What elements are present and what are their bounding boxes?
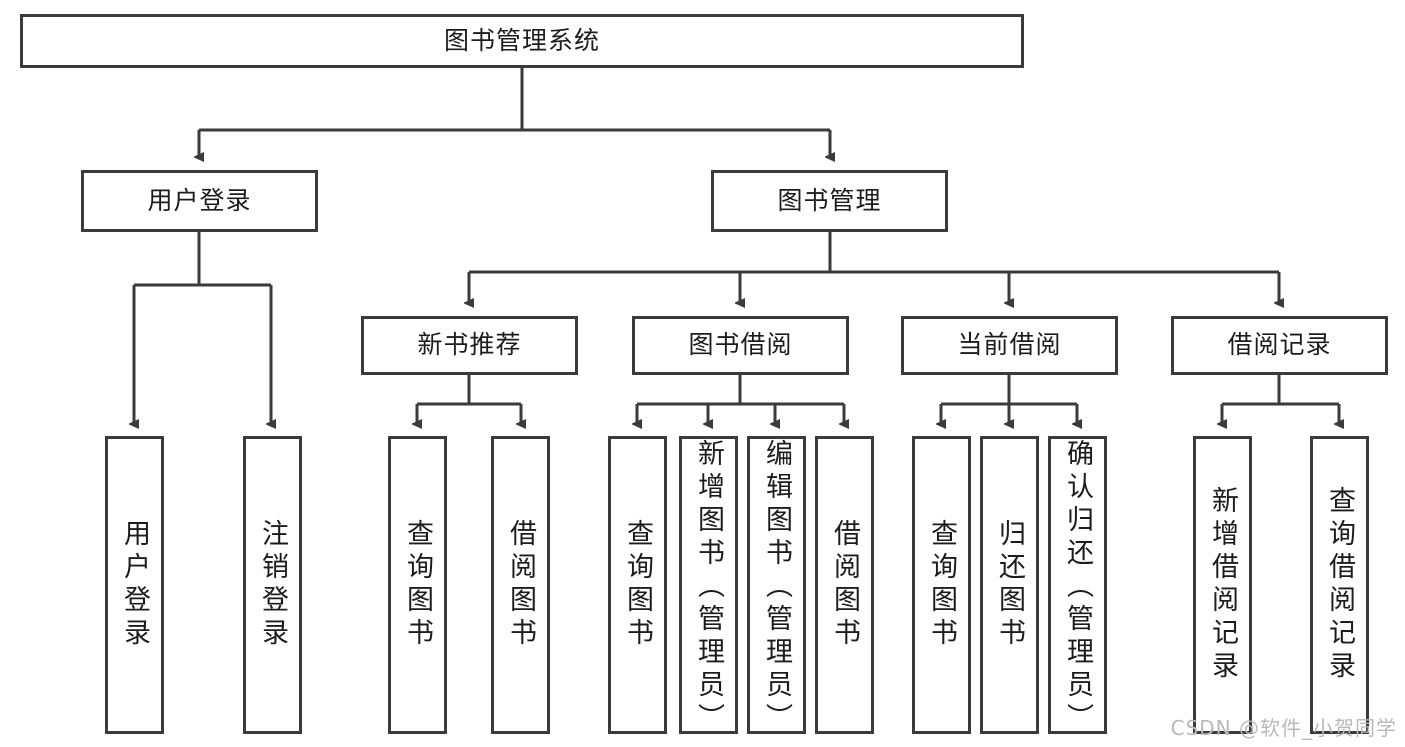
node-label: 查询图书 bbox=[926, 519, 957, 651]
node-label: 确认归还（管理员） bbox=[1062, 439, 1093, 736]
leaf-record-add-record[interactable]: 新增借阅记录 bbox=[1193, 436, 1252, 734]
leaf-current-query-book[interactable]: 查询图书 bbox=[912, 436, 971, 734]
node-label: 编辑图书（管理员） bbox=[761, 439, 792, 736]
node-label: 图书借阅 bbox=[688, 330, 793, 360]
leaf-borrow-query-book[interactable]: 查询图书 bbox=[608, 436, 667, 734]
node-label: 借阅图书 bbox=[505, 519, 536, 651]
node-user-login[interactable]: 用户登录 bbox=[81, 170, 318, 232]
node-label: 归还图书 bbox=[994, 519, 1025, 651]
node-current-borrow[interactable]: 当前借阅 bbox=[901, 316, 1118, 375]
leaf-record-query-record[interactable]: 查询借阅记录 bbox=[1310, 436, 1369, 734]
node-new-book-recommend[interactable]: 新书推荐 bbox=[361, 316, 578, 375]
node-label: 借阅记录 bbox=[1227, 330, 1332, 360]
node-borrow-record[interactable]: 借阅记录 bbox=[1171, 316, 1388, 375]
leaf-borrow-add-book-admin[interactable]: 新增图书（管理员） bbox=[679, 436, 738, 736]
node-label: 新书推荐 bbox=[417, 330, 522, 360]
node-label: 图书管理系统 bbox=[443, 25, 600, 55]
node-label: 查询图书 bbox=[622, 519, 653, 651]
leaf-borrow-borrow-book[interactable]: 借阅图书 bbox=[815, 436, 874, 734]
node-label: 查询借阅记录 bbox=[1324, 486, 1355, 684]
node-label: 新增借阅记录 bbox=[1207, 486, 1238, 684]
node-label: 用户登录 bbox=[119, 519, 150, 651]
node-label: 新增图书（管理员） bbox=[693, 439, 724, 736]
leaf-user-login-login[interactable]: 用户登录 bbox=[105, 436, 164, 734]
node-root-book-management-system[interactable]: 图书管理系统 bbox=[20, 14, 1024, 68]
leaf-current-return-book[interactable]: 归还图书 bbox=[980, 436, 1039, 734]
node-book-management[interactable]: 图书管理 bbox=[711, 170, 948, 232]
node-label: 借阅图书 bbox=[829, 519, 860, 651]
node-label: 当前借阅 bbox=[957, 330, 1062, 360]
leaf-new-book-borrow[interactable]: 借阅图书 bbox=[491, 436, 550, 734]
node-label: 注销登录 bbox=[257, 519, 288, 651]
leaf-current-confirm-return-admin[interactable]: 确认归还（管理员） bbox=[1048, 436, 1107, 736]
leaf-user-login-logout[interactable]: 注销登录 bbox=[243, 436, 302, 734]
node-label: 用户登录 bbox=[147, 185, 252, 215]
leaf-new-book-query[interactable]: 查询图书 bbox=[388, 436, 447, 734]
leaf-borrow-edit-book-admin[interactable]: 编辑图书（管理员） bbox=[747, 436, 806, 736]
watermark-text: CSDN @软件_小贺同学 bbox=[1170, 716, 1397, 740]
node-book-borrow[interactable]: 图书借阅 bbox=[632, 316, 849, 375]
node-label: 查询图书 bbox=[402, 519, 433, 651]
node-label: 图书管理 bbox=[777, 185, 882, 215]
